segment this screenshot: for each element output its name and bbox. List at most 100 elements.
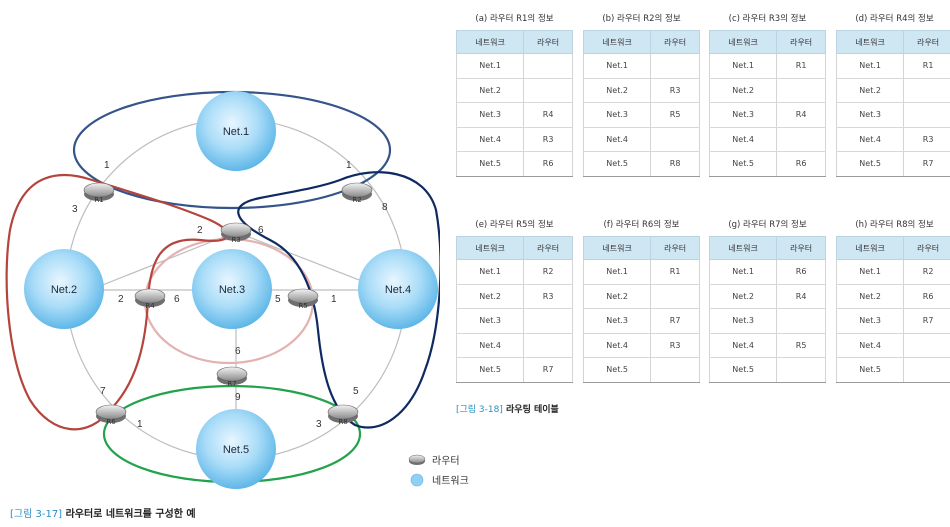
- r8-label: R8: [338, 418, 347, 426]
- cell-router: R6: [776, 151, 826, 177]
- table-row: Net.4: [708, 127, 826, 152]
- cell-network: Net.2: [835, 78, 905, 103]
- legend-router-label: 라우터: [432, 456, 460, 467]
- header-network: 네트워크: [582, 236, 652, 260]
- cell-network: Net.5: [835, 357, 905, 383]
- cell-network: Net.2: [835, 284, 905, 309]
- cell-router: R3: [650, 78, 700, 103]
- hop-r1-net2: 3: [72, 204, 78, 215]
- cell-network: Net.5: [582, 151, 652, 177]
- router-r7: R7: [216, 366, 248, 388]
- table-row: Net.2: [835, 78, 950, 103]
- cell-network: Net.2: [455, 78, 525, 103]
- cell-network: Net.5: [582, 357, 652, 383]
- header-network: 네트워크: [455, 236, 525, 260]
- net3-label: Net.3: [219, 284, 245, 296]
- cell-router: [903, 357, 950, 383]
- cell-network: Net.2: [708, 284, 778, 309]
- legend-router: 라우터: [408, 452, 460, 467]
- header-network: 네트워크: [708, 30, 778, 54]
- cell-router: [523, 308, 573, 334]
- tables-caption-text: 라우팅 테이블: [506, 405, 559, 415]
- cell-network: Net.1: [582, 259, 652, 285]
- cell-network: Net.2: [582, 78, 652, 103]
- cell-router: [650, 53, 700, 79]
- hop-r8-net5: 3: [316, 419, 322, 430]
- cell-router: [776, 78, 826, 103]
- cell-network: Net.5: [835, 151, 905, 177]
- hop-r5-net3: 5: [275, 294, 281, 305]
- table-row: Net.2: [582, 284, 700, 309]
- cell-network: Net.3: [835, 102, 905, 128]
- routing-table-title: (b) 라우터 R2의 정보: [602, 14, 681, 24]
- cell-network: Net.4: [455, 127, 525, 152]
- figure-caption-3-18: [그림 3-18] 라우팅 테이블: [456, 402, 559, 415]
- header-router: 라우터: [776, 30, 826, 54]
- cell-router: R3: [903, 127, 950, 152]
- legend-network: 네트워크: [408, 472, 469, 487]
- header-network: 네트워크: [455, 30, 525, 54]
- r4-label: R4: [145, 302, 155, 310]
- hop-r2-net4: 8: [382, 202, 388, 213]
- net4-label: Net.4: [385, 284, 411, 296]
- cell-network: Net.5: [708, 357, 778, 383]
- cell-network: Net.4: [708, 127, 778, 152]
- table-row: Net.5: [582, 357, 700, 383]
- routing-table-title: (g) 라우터 R7의 정보: [728, 220, 807, 230]
- cell-router: R6: [903, 284, 950, 309]
- router-r8: R8: [327, 404, 359, 426]
- cell-network: Net.1: [835, 53, 905, 79]
- cell-network: Net.2: [708, 78, 778, 103]
- cell-network: Net.2: [455, 284, 525, 309]
- cell-network: Net.3: [708, 102, 778, 128]
- tables-caption-number: [그림 3-18]: [456, 405, 503, 415]
- router-r3: R3: [220, 222, 252, 244]
- router-r5: R5: [287, 288, 319, 310]
- r5-label: R5: [298, 302, 307, 310]
- header-router: 라우터: [523, 30, 573, 54]
- hop-r4-net2: 2: [118, 294, 124, 305]
- table-row: Net.3: [835, 102, 950, 128]
- cell-router: [903, 78, 950, 103]
- cell-router: R7: [903, 308, 950, 334]
- r3-label: R3: [231, 236, 240, 244]
- table-row: Net.4: [835, 333, 950, 358]
- hop-r2-net1: 1: [346, 160, 352, 171]
- cell-router: [523, 53, 573, 79]
- cell-router: [776, 127, 826, 152]
- network-net5: Net.5: [196, 409, 276, 489]
- cell-router: R3: [523, 127, 573, 152]
- cell-router: [523, 78, 573, 103]
- table-row: Net.5: [708, 357, 826, 383]
- router-icon: [408, 454, 426, 465]
- cell-network: Net.4: [835, 333, 905, 358]
- cell-router: [903, 102, 950, 128]
- network-net1: Net.1: [196, 91, 276, 171]
- cell-network: Net.4: [835, 127, 905, 152]
- routing-table-title: (c) 라우터 R3의 정보: [728, 14, 807, 24]
